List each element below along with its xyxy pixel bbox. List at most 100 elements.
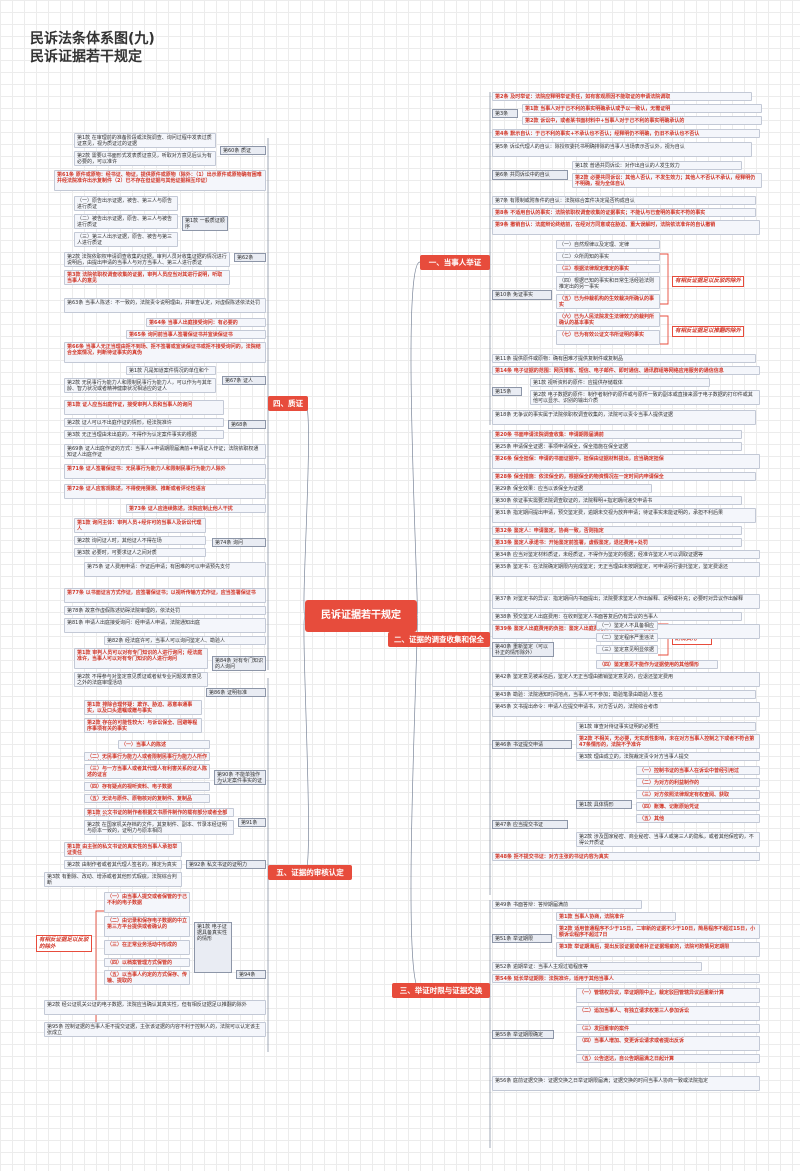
l2-node-15[interactable]: 第3款 有删除、改动、增添或者其他形式瑕疵，法院综合判断 [44, 872, 182, 887]
r2-node-21[interactable]: 第45条 文书提出命令：申请人应提交申请书，对方否认的，法院综合考虑 [492, 702, 760, 717]
r2-node-15[interactable]: （一）鉴定人不具备相应资格 [596, 621, 658, 630]
l1-node-28[interactable]: 第2款 询问证人时，其他证人不得在场 [74, 536, 206, 545]
r2-node-10[interactable]: 第35条 鉴定书：在法院确定期限内完成鉴定；无正当理由未按期鉴定，可申请另行委托… [492, 562, 760, 577]
l2-node-11[interactable]: 第2款 在国家机关存档的文件，其复制件、副本、节录本经证明与原本一致的，证明力与… [84, 820, 234, 835]
l2-node-17[interactable]: 第1款 电子证据具备真实性的情形 [194, 922, 232, 973]
r3-node-6[interactable]: 第54条 延长举证期限：法院准许，适用于其他当事人 [492, 974, 760, 983]
l1-node-1[interactable]: 第1款 在审理前的准备阶段或法院调查、询问过程中发表过质证意见，视为质证过的证据 [74, 133, 216, 148]
l2-node-9[interactable]: 第91条 [238, 818, 266, 827]
r1-node-17[interactable]: （五）已为仲裁机构的生效裁决所确认的事实 [556, 294, 660, 309]
r1-node-11[interactable]: 第9条 撤销自认：法庭辩论终结前，在经对方同意或在胁迫、重大误解时，法院依法准许… [492, 220, 760, 235]
r2-node-12[interactable]: 第38条 预交鉴定人出庭费用：在收到鉴定人书面答复后仍有异议的当事人 [492, 612, 742, 621]
l1-node-32[interactable]: 第78条 故意作虚假陈述妨碍法院审理的，依法处罚 [64, 606, 266, 615]
section-3-time-limit-exchange[interactable]: 三、举证时限与证据交换 [392, 983, 490, 998]
r2-node-25[interactable]: 第3款 理由成立的，法院裁定责令对方当事人提交 [576, 752, 760, 761]
l1-node-20[interactable]: 第2款 证人可以不出庭作证的情形，经法院准许 [64, 418, 224, 427]
r1-node-20[interactable]: 第11条 提供原件或原物：确有困难才提供复制件或复制品 [492, 354, 756, 363]
r2-node-1[interactable]: 第25条 申请保全证据：事项申请保全，保全措施在保全证据 [492, 442, 742, 451]
r2-node-30[interactable]: （三）对方依照法律规定有权查阅、获取 [636, 790, 760, 799]
r2-node-8[interactable]: 第33条 鉴定人承诺书：开始鉴定前签署，虚假鉴定，退还费用+处罚 [492, 538, 742, 547]
r1-node-24[interactable]: 第2款 电子数据的原件：制作者制作的原件或与原件一致的副本或直接来源于电子数据的… [530, 390, 760, 405]
r3-node-13[interactable]: 第56条 庭前证据交换：证据交换之日举证期限届满；证据交换的时间当事人协商一致或… [492, 1076, 760, 1091]
r1-node-0[interactable]: 第2条 及时举证：法院应释明举证责任，如有客观原因不能取证的申请法院调取 [492, 92, 752, 101]
r1-node-8[interactable]: 第2款 必要共同诉讼：其他人否认，不发生效力；其他人不否认不承认，经释明仍不明确… [572, 173, 762, 188]
l1-node-10[interactable]: 第3款 法院依职权调查收集的证据，审判人员应当对其进行说明，听取当事人的意见 [64, 270, 230, 285]
l2-node-24[interactable]: 第95条 控制证据的当事人拒不提交证据，主张该证据的内容不利于控制人的，法院可以… [44, 1022, 266, 1037]
l2-node-0[interactable]: 第86条 证明标准 [206, 688, 266, 697]
l1-node-27[interactable]: 第1款 询问主体：审判人员+经许可的当事人及诉讼代理人 [74, 518, 206, 533]
l2-node-14[interactable]: 第2款 由制作者或者其代理人签名的，推定为真实 [64, 860, 182, 869]
l1-node-35[interactable]: 第84条 对有专门知识的人询问 [212, 656, 266, 671]
l2-node-18[interactable]: （一）由当事人提交或者保管的于己不利的电子数据 [104, 892, 190, 913]
l2-node-5[interactable]: （二）无民事行为能力人或者限制民事行为能力人所作的与其年龄、智力状况或者精神健康… [84, 752, 210, 761]
r2-node-27[interactable]: 第1款 具体情形 [576, 800, 632, 809]
r1-node-2[interactable]: 第1款 当事人对于己不利的事实明确承认或予以一致认，无需证明 [522, 104, 762, 113]
l2-node-6[interactable]: （三）与一方当事人或者其代理人有利害关系的证人陈述的证言 [84, 764, 210, 779]
l2-node-2[interactable]: 第2款 存在的可能性较大：与诉讼保全、回避等程序事项有关的事实 [84, 718, 202, 733]
l2-node-13[interactable]: 第1款 由主张的私文书证的真实性的当事人承担举证责任 [64, 842, 182, 857]
r1-node-25[interactable]: 第18条 无争议的事实属于法院依职权调查收集的，法院可以责令当事人提供证据 [492, 410, 756, 425]
l2-node-7[interactable]: （四）存有疑点的视听资料、电子数据 [84, 782, 210, 791]
r1-node-15[interactable]: （三）根据法律规定推定的事实 [556, 264, 660, 273]
l1-node-23[interactable]: 第71条 证人签署保证书：无民事行为能力人和限制民事行为能力人除外 [64, 464, 266, 479]
r2-node-6[interactable]: 第31条 指定期间提出申请，预交鉴定费，逾期未交视为放弃申请；待证事实未能证明的… [492, 508, 756, 523]
r1-node-10[interactable]: 第8条 不适用自认的事实：法院依职权调查收集的证据事实；不能认与已查明的事实不符… [492, 208, 756, 217]
r1-node-14[interactable]: （二）众所周知的事实 [556, 252, 660, 261]
l2-node-12[interactable]: 第92条 私文书证的证明力 [186, 860, 266, 869]
r1-node-16[interactable]: （四）根据已知的事实和日常生活经验法则推定出的另一事实 [556, 276, 660, 291]
r2-node-29[interactable]: （二）为对方的利益制作的 [636, 778, 760, 787]
section-4-cross-examination[interactable]: 四、质证 [268, 396, 308, 411]
r2-node-3[interactable]: 第28条 保全措施：依法保全的，根据保全的物资情况在一定时间内申请保全 [492, 472, 756, 481]
r2-node-32[interactable]: （五）其他 [636, 814, 760, 823]
l2-node-20[interactable]: （三）在正常业务活动中形成的 [104, 940, 190, 955]
l2-node-23[interactable]: 第2款 经公证机关公证的电子数据，法院应当确认其真实性，但有相反证据足以推翻的除… [44, 1000, 266, 1015]
l1-node-2[interactable]: 第2款 需要以书面形式发表质证意见，听取对方意见后认为有必要的，可以准许 [74, 151, 216, 166]
r1-node-6[interactable]: 第6条 共同诉讼中的自认 [492, 170, 568, 180]
l1-node-12[interactable]: 第64条 当事人出庭接受询问：有必要的 [146, 318, 266, 327]
l1-node-11[interactable]: 第63条 当事人陈述：不一致的，法院责令说明理由，并审查认定，对虚假陈述依法处罚 [64, 298, 266, 313]
l1-node-29[interactable]: 第3款 必要时，可要求证人之间对质 [74, 548, 206, 557]
l1-node-3[interactable]: 第61条 原件或原物：经书证、物证，提供原件或原物（除外：（1）出示原件或原物确… [54, 170, 266, 191]
r1-node-7[interactable]: 第1款 普通共同诉讼：对作出自认的人发生效力 [572, 161, 742, 170]
r3-node-10[interactable]: （三）发回重审的案件 [576, 1024, 760, 1033]
l2-node-4[interactable]: （一）当事人的陈述 [118, 740, 210, 749]
l1-node-21[interactable]: 第3款 无正当理由未出庭的，不得作为认定案件事实的根据 [64, 430, 224, 439]
r3-node-9[interactable]: （二）追加当事人、有独立请求权第三人参加诉讼 [576, 1006, 760, 1021]
r2-node-11[interactable]: 第37条 对鉴定书的异议：指定期间内书面提出；法院要求鉴定人作出解释、说明或补充… [492, 594, 760, 609]
l1-node-13[interactable]: 第65条 询问前当事人签署保证书并宣读保证书 [126, 330, 266, 339]
l1-node-8[interactable]: （三）第三人出示证据，原告、被告与第三人进行质证 [74, 232, 178, 247]
r2-node-14[interactable]: 第40条 重新鉴定（可以补正的情形除外） [492, 642, 554, 657]
l1-node-0[interactable]: 第60条 质证 [220, 146, 266, 155]
l1-node-15[interactable]: 第67条 证人 [222, 376, 266, 385]
l1-node-4[interactable]: 第62条 [234, 253, 266, 262]
root-node[interactable]: 民诉证据若干规定 [305, 600, 417, 632]
l1-node-22[interactable]: 第69条 证人出庭作证的方式：当事人+申请期限届满前+申请证人作证；法院依职权通… [64, 444, 266, 459]
r3-node-12[interactable]: （五）公告送达，自公告期届满之日起计算 [576, 1054, 760, 1063]
l1-node-19[interactable]: 第1款 证人应当出庭作证，接受审判人员和当事人的询问 [64, 400, 224, 415]
l1-node-36[interactable]: 第1款 审判人员可以对有专门知识的人进行询问；经法庭准许，当事人可以对有专门知识… [74, 648, 208, 669]
r3-node-0[interactable]: 第49条 书面答辩：答辩期届满前 [492, 900, 642, 909]
r2-node-20[interactable]: 第43条 勘验：法院通知时间地点，当事人可不参加；勘验笔录由勘验人签名 [492, 690, 756, 699]
l1-node-30[interactable]: 第75条 证人费用申请：作证后申请；有困难的可以申请预先支付 [84, 562, 266, 577]
l1-node-25[interactable]: 第73条 证人应连续陈述，法院应制止他人干扰 [126, 504, 266, 513]
r1-node-22[interactable]: 第15条 [492, 387, 522, 396]
r2-node-22[interactable]: 第46条 书证提交申请 [492, 740, 572, 749]
r3-node-5[interactable]: 第52条 逾期举证：当事人主观过错程度等 [492, 962, 702, 971]
l2-node-1[interactable]: 第1款 排除合理怀疑：欺诈、胁迫、恶意串通事实，以及口头遗嘱或赠与事实 [84, 700, 202, 715]
l1-node-24[interactable]: 第72条 证人应客观陈述，不得使用猜测、推断或者评论性语言 [64, 484, 266, 499]
r2-node-5[interactable]: 第30条 依证事实需要法院调查取证的，法院释明+指定期间递交申请书 [492, 496, 742, 505]
l1-node-9[interactable]: 第2款 法院依职权申请调查收集的证据，审判人员对收集证据的情况进行说明后，由提出… [64, 252, 230, 267]
r2-node-2[interactable]: 第26条 保全担保：申请的书面证据中，担保由证据材料提出，应当确定担保 [492, 454, 760, 469]
l2-node-16[interactable]: 第94条 [236, 970, 266, 979]
r2-node-31[interactable]: （四）账簿、记账原始凭证 [636, 802, 760, 811]
l1-node-33[interactable]: 第81条 申请人出庭接受询问：经申请人申请，法院通知出庭 [64, 618, 266, 633]
r3-node-7[interactable]: 第55条 举证期限确定 [492, 1030, 554, 1039]
l1-node-31[interactable]: 第77条 以书面证言方式作证，应签署保证书；以视听传输方式作证，应当签署保证书 [64, 588, 266, 603]
l1-node-26[interactable]: 第74条 询问 [212, 538, 266, 547]
section-1-party-proof[interactable]: 一、当事人举证 [420, 255, 490, 270]
l2-node-22[interactable]: （五）以当事人约定的方式保存、传输、提取的 [104, 970, 190, 985]
l1-node-34[interactable]: 第82条 经法庭许可，当事人可以询问鉴定人、勘验人 [104, 636, 266, 645]
r2-node-28[interactable]: （一）控制书证的当事人在诉讼中曾经引用过 [636, 766, 760, 775]
r1-node-23[interactable]: 第1款 视听资料的原件：应提供存储载体 [530, 378, 710, 387]
r3-node-11[interactable]: （四）当事人增加、变更诉讼请求或者提出反诉 [576, 1036, 760, 1051]
